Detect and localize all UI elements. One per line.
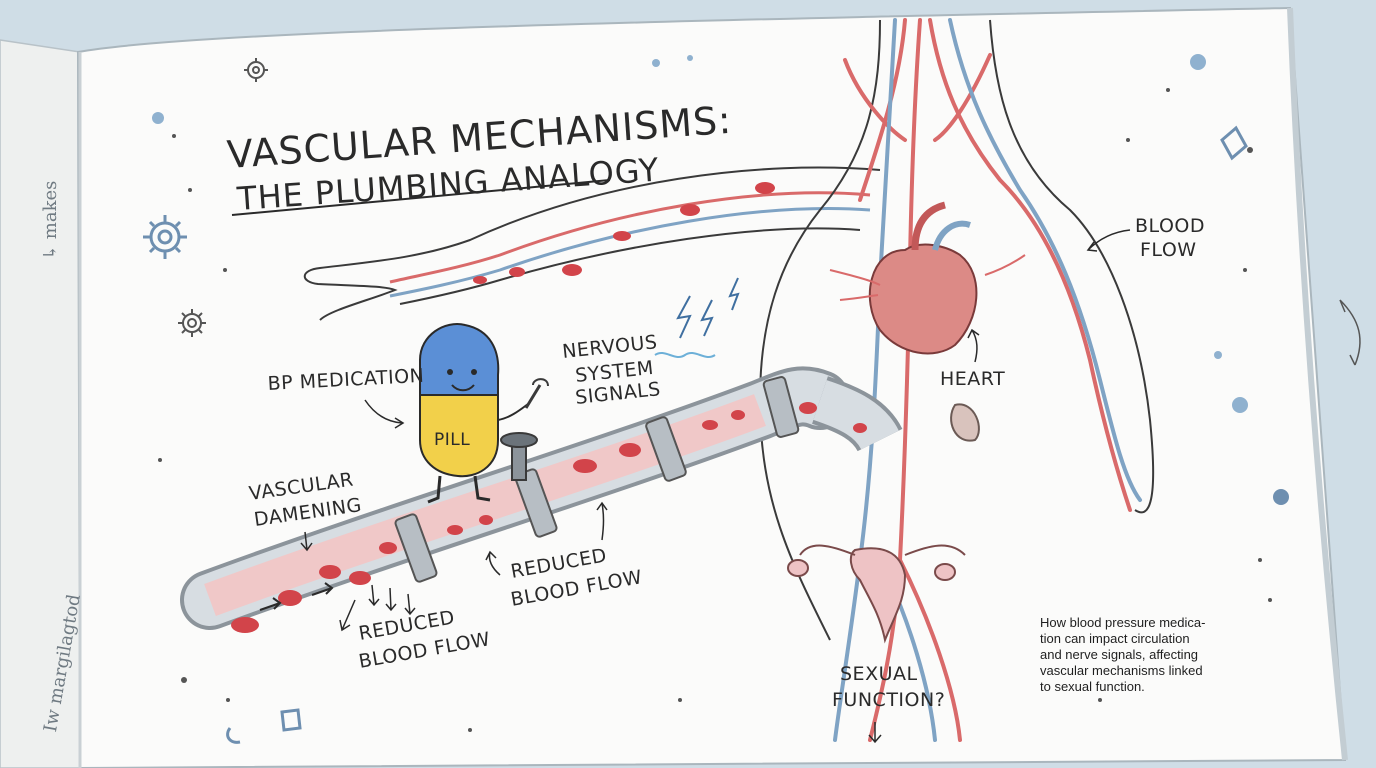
decorative-dots	[152, 54, 1289, 622]
pill-label: PILL	[434, 430, 470, 450]
label-blood-flow: BLOOD FLOW	[1086, 215, 1205, 261]
body-outline	[758, 19, 1155, 641]
label-nervous-system: NERVOUS SYSTEM SIGNALS	[561, 331, 662, 409]
gear-icon	[143, 215, 187, 259]
notebook	[0, 6, 1348, 768]
valve-handle	[500, 432, 538, 481]
label-heart: HEART	[940, 328, 1005, 390]
blood-flow-line2: FLOW	[1140, 239, 1197, 261]
margin-note-top: ↳ makes	[40, 180, 61, 260]
arm-blood-cells	[473, 182, 775, 284]
arm-vessels	[389, 191, 871, 298]
label-sexual-function: SEXUAL FUNCTION?	[832, 663, 945, 744]
pipe	[180, 366, 903, 630]
caption-text: How blood pressure medica- tion can impa…	[1040, 615, 1206, 694]
corner-doodles	[226, 125, 1361, 744]
arm-outline	[303, 166, 881, 321]
pipe-blood-cells	[231, 402, 867, 633]
pipe-flow-arrows	[259, 582, 334, 611]
sexual-line2: FUNCTION?	[832, 689, 945, 711]
decorative-specks	[158, 88, 1272, 732]
gear-icon	[178, 309, 206, 337]
gear-icon	[244, 58, 268, 82]
sexual-line1: SEXUAL	[840, 663, 918, 685]
reproductive-organ	[787, 544, 966, 644]
blood-flow-line1: BLOOD	[1135, 215, 1205, 237]
heart-text: HEART	[940, 368, 1005, 390]
wrench-icon	[524, 378, 549, 409]
heart-illustration	[829, 201, 1026, 355]
lightning-icon	[676, 277, 740, 339]
arteries	[843, 18, 1132, 742]
pill-character: PILL	[419, 323, 529, 504]
signal-waves	[654, 352, 716, 358]
